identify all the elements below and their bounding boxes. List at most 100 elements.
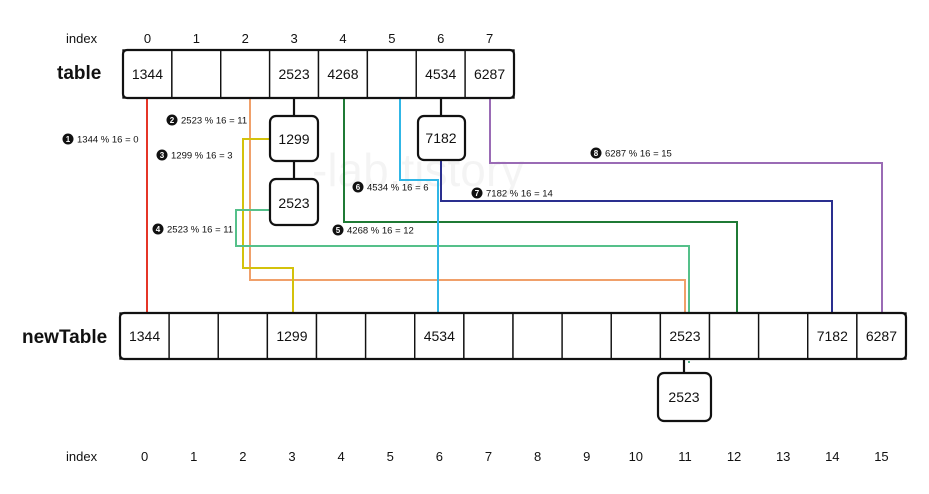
- step-formula: 2523 % 16 = 11: [181, 116, 247, 127]
- new-table-slot: [315, 312, 367, 360]
- new-table-slot: [708, 312, 760, 360]
- new-table-slot-value: 1344: [129, 328, 160, 344]
- step-number: 2: [170, 116, 175, 125]
- step-5: 5 4268 % 16 = 12: [332, 224, 414, 237]
- table-slot: [464, 49, 515, 99]
- new-table-index: 3: [288, 449, 295, 464]
- chain-node-value: 2523: [278, 195, 309, 211]
- wire-step-5: [343, 98, 738, 313]
- new-table-slot-value: 7182: [817, 328, 848, 344]
- step-number: 5: [336, 226, 341, 235]
- step-formula: 7182 % 16 = 14: [486, 189, 553, 200]
- step-number: 1: [66, 135, 71, 144]
- new-table-slot-value: 1299: [276, 328, 307, 344]
- table-index: 4: [339, 31, 346, 46]
- step-number: 8: [594, 149, 599, 158]
- table-index: 5: [388, 31, 395, 46]
- step-formula: 2523 % 16 = 11: [167, 225, 233, 236]
- new-table-index: 14: [825, 449, 839, 464]
- new-table-slot: [659, 312, 711, 360]
- step-number-badge: [471, 187, 483, 199]
- chain-node: [416, 114, 467, 162]
- step-number: 7: [475, 189, 480, 198]
- new-table-index: 11: [678, 449, 692, 464]
- step-number-badge: [152, 223, 164, 235]
- new-table-index: 6: [436, 449, 443, 464]
- chain-node-value: 1299: [278, 131, 309, 147]
- table-index: 0: [144, 31, 151, 46]
- wire-step-3: [242, 138, 294, 313]
- new-table-slot-value: 4534: [424, 328, 455, 344]
- step-formula: 6287 % 16 = 15: [605, 149, 672, 160]
- table-slot: [171, 49, 222, 99]
- step-3: 3 1299 % 16 = 3: [156, 149, 233, 162]
- step-formula: 4534 % 16 = 6: [367, 183, 429, 194]
- table-label: table: [57, 63, 101, 84]
- table-slot-value: 4268: [327, 66, 358, 82]
- table-frame: [121, 48, 516, 100]
- new-table-slot-value: 6287: [866, 328, 897, 344]
- new-table-slot: [807, 312, 858, 360]
- step-number-badge: [166, 114, 178, 126]
- table-slot-value: 2523: [278, 66, 309, 82]
- new-table-index: 0: [141, 449, 148, 464]
- table-slot-value: 4534: [425, 66, 456, 82]
- table-slot: [415, 49, 466, 99]
- chain-node-value: 2523: [668, 389, 699, 405]
- step-number-badge: [352, 181, 364, 193]
- step-number-badge: [590, 147, 602, 159]
- step-number-badge: [62, 133, 74, 145]
- chain-node: [268, 177, 320, 227]
- new-table-slot: [610, 312, 662, 360]
- new-table-slot-value: 2523: [669, 328, 700, 344]
- wire-step-7: [440, 160, 833, 313]
- wire-step-8: [489, 98, 883, 313]
- table-index: 1: [193, 31, 200, 46]
- new-table-index: 12: [727, 449, 741, 464]
- new-table-frame: [118, 311, 908, 361]
- new-table-index-label: index: [66, 449, 98, 464]
- step-formula: 4268 % 16 = 12: [347, 226, 414, 237]
- table-index-label: index: [66, 31, 98, 46]
- new-table-index: 9: [583, 449, 590, 464]
- step-8: 8 6287 % 16 = 15: [590, 147, 672, 160]
- new-table-index: 4: [337, 449, 344, 464]
- new-table-index: 7: [485, 449, 492, 464]
- chain-node-value: 7182: [425, 130, 456, 146]
- step-1: 1 1344 % 16 = 0: [62, 133, 139, 146]
- table-slot-value: 6287: [474, 66, 505, 82]
- new-table-slot: [463, 312, 514, 360]
- step-4: 4 2523 % 16 = 11: [152, 223, 233, 236]
- wire-step-4: [235, 209, 690, 313]
- chain-nodes: 1299 2523 7182 2523: [268, 114, 713, 423]
- table-slot: [220, 49, 271, 99]
- step-number: 4: [156, 225, 161, 234]
- new-table-slot: [757, 312, 809, 360]
- table-index: 7: [486, 31, 493, 46]
- table-slot: [317, 49, 369, 99]
- step-formula: 1344 % 16 = 0: [77, 135, 139, 146]
- new-table-slot: [217, 312, 269, 360]
- new-table-slot: [512, 312, 563, 360]
- new-table-index: 2: [239, 449, 246, 464]
- new-table-index: 15: [874, 449, 888, 464]
- table-slot: [366, 49, 417, 99]
- new-table-slot: [168, 312, 219, 360]
- new-table-index: 10: [629, 449, 643, 464]
- table-index: 3: [290, 31, 297, 46]
- new-table-index: 5: [387, 449, 394, 464]
- chain-node: [268, 114, 320, 163]
- new-table-array: 1344 1299 4534 2523 7182 6287: [119, 312, 907, 360]
- new-table-index: 13: [776, 449, 790, 464]
- table-index: 6: [437, 31, 444, 46]
- new-table-index: 8: [534, 449, 541, 464]
- step-7: 7 7182 % 16 = 14: [471, 187, 553, 200]
- step-number: 3: [160, 151, 165, 160]
- step-annotations: 1 1344 % 16 = 0 2 2523 % 16 = 11 3 1299 % 16 …: [62, 114, 672, 237]
- step-formula: 1299 % 16 = 3: [171, 151, 233, 162]
- new-table-label: newTable: [22, 327, 107, 348]
